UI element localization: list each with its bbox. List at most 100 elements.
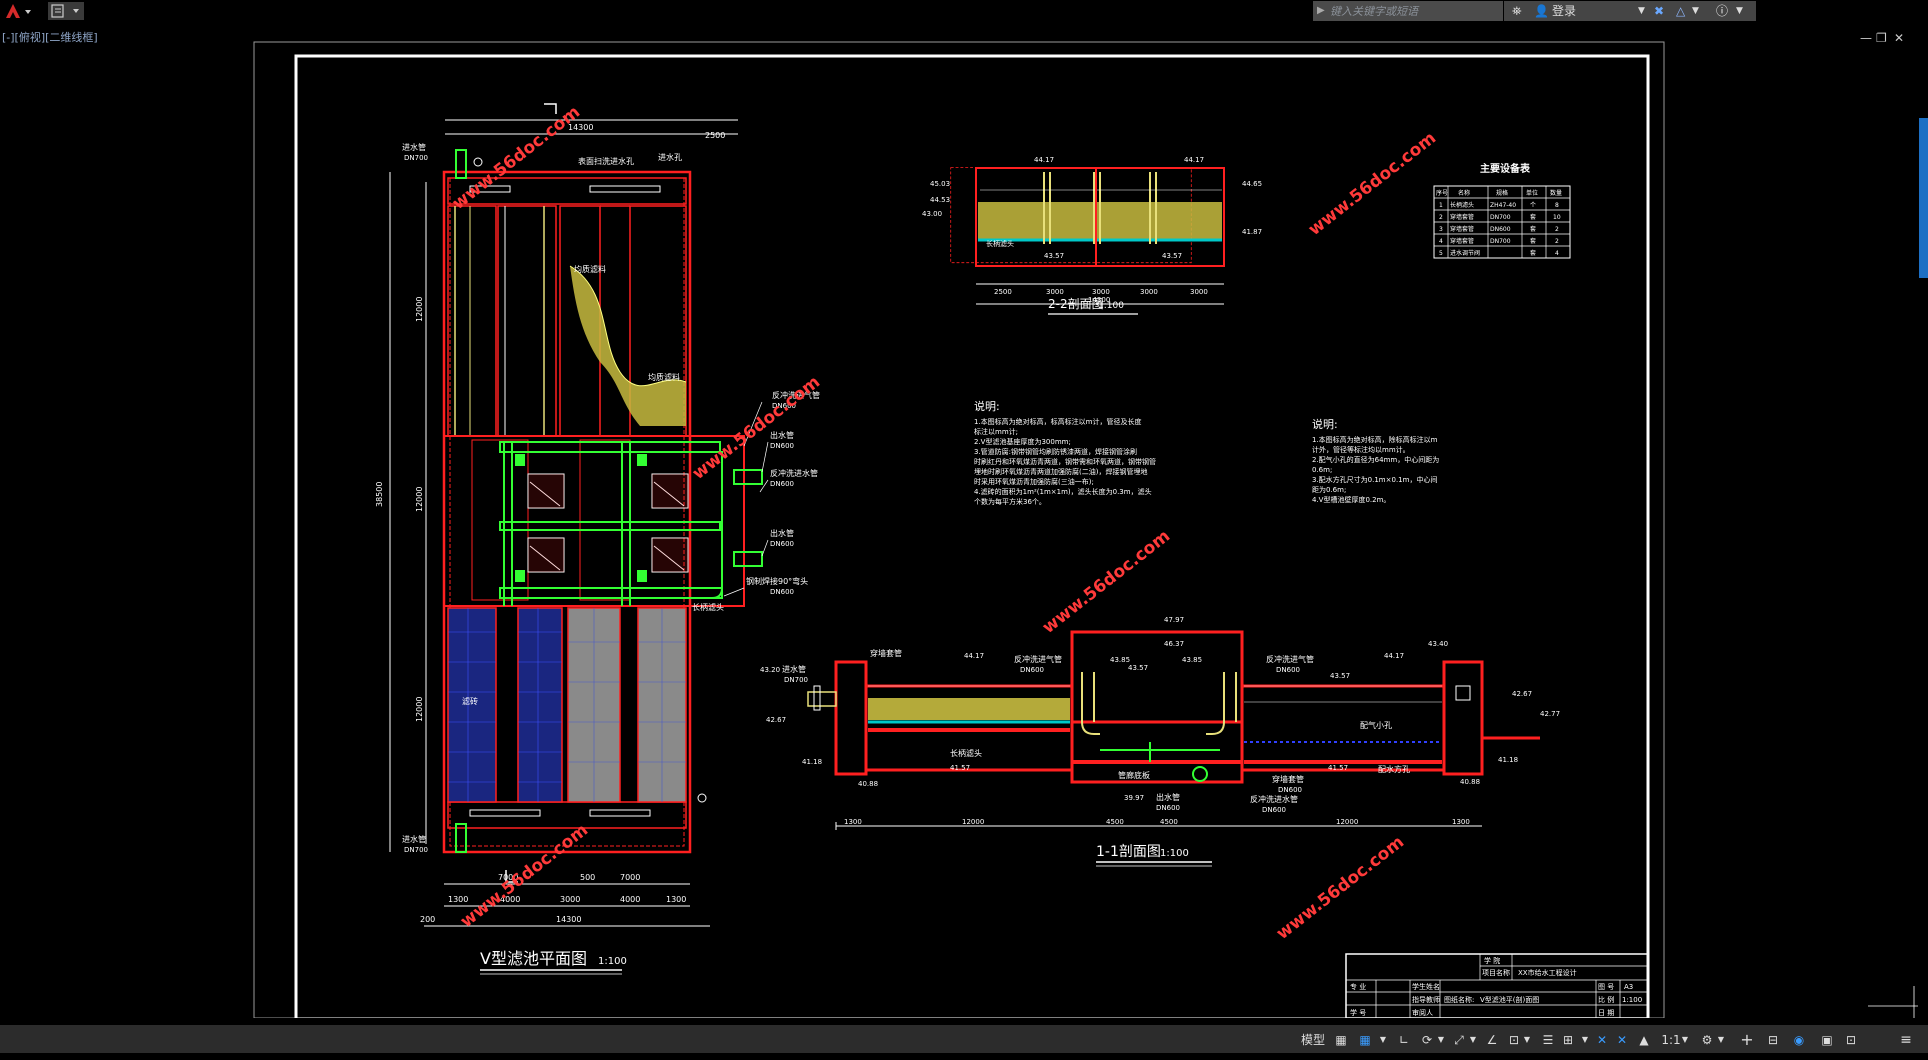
a360-dropdown-icon[interactable]: ▼ <box>1692 6 1699 16</box>
model-space-button[interactable]: 模型 <box>1300 1033 1325 1047</box>
user-icon: 👤 <box>1534 4 1549 18</box>
drawing-canvas[interactable]: 14300 2500 38500 12000 12000 12000 <box>0 22 1928 1018</box>
autodesk-a360-icon[interactable]: △ <box>1676 4 1686 18</box>
transparency-icon[interactable]: ⊞ <box>1562 1033 1574 1047</box>
notes-1-line: 个数为每平方米36个。 <box>974 497 1046 506</box>
notes-1-line: 4.滤砖的面积为1m²(1m×1m)，滤头长度为0.3m，滤头 <box>974 487 1152 496</box>
elevation: 42.77 <box>1540 710 1560 718</box>
table-row: 5 <box>1439 250 1443 257</box>
polar-tracking-icon[interactable]: ⟳ <box>1421 1033 1433 1047</box>
isodraft-icon[interactable]: ⤢ <box>1454 1033 1464 1047</box>
plus-icon[interactable]: + <box>1740 1030 1754 1049</box>
status-bar: 模型 ▦ ▦ ▼ ∟ ⟳ ▼ ⤢ ▼ ∠ ⊡ ▼ ☰ ⊞ ▼ ✕ ✕ ▲ 1:1… <box>0 1018 1928 1060</box>
restore-icon[interactable]: ❐ <box>1876 31 1887 45</box>
section11-label-backwash-water-dn: DN600 <box>1262 806 1286 814</box>
title-bar: ▶ ⛯ 👤 登录 ▼ ✖ △ ▼ ⓘ ▼ <box>0 0 1928 22</box>
notes-2-line: 0.6m; <box>1312 466 1332 474</box>
autocad-logo-icon[interactable] <box>4 2 34 20</box>
snap-mode-icon[interactable]: ▦ <box>1359 1033 1371 1047</box>
elevation: 43.57 <box>1330 672 1350 680</box>
section11-label-inlet: 进水管 <box>782 664 806 674</box>
annotation-scale-icon[interactable]: ▲ <box>1639 1033 1649 1047</box>
section22-dim-0: 2500 <box>994 288 1012 296</box>
title-block-drawing-label: 图纸名称: <box>1444 995 1474 1004</box>
section11-dim-5: 1300 <box>1452 818 1470 826</box>
exchange-apps-icon[interactable]: ✖ <box>1654 4 1665 18</box>
lineweight-icon[interactable]: ☰ <box>1542 1033 1554 1047</box>
title-block-drawing-name: V型滤池平(剖)面图 <box>1480 995 1539 1004</box>
elevation: 43.57 <box>1128 664 1148 672</box>
table-cell: 8 <box>1555 202 1559 209</box>
section11-dim-2: 4500 <box>1106 818 1124 826</box>
search-box[interactable]: ▶ <box>1313 1 1503 21</box>
login-label[interactable]: 登录 <box>1552 4 1577 18</box>
plan-dim-bottom-1-2: 7000 <box>620 873 640 882</box>
elevation: 47.97 <box>1164 616 1184 624</box>
vertical-scrollbar-thumb[interactable] <box>1919 118 1928 278</box>
section11-title: 1-1剖面图 <box>1096 844 1161 860</box>
annotation-scale-value[interactable]: 1:1 <box>1661 1033 1681 1047</box>
search-input[interactable] <box>1328 3 1502 19</box>
notes-1-line: 埋地时刷环氧煤沥青两道加强防腐(二油)，焊接钢管埋地 <box>974 467 1147 476</box>
workspace-dropdown-icon[interactable]: ▼ <box>1717 1035 1725 1044</box>
plan-label-filter-media-2: 均质滤料 <box>648 372 680 382</box>
expand-arrow-icon[interactable]: ▶ <box>1317 5 1325 16</box>
hardware-acceleration-icon[interactable]: ◉ <box>1793 1033 1805 1047</box>
object-snap-icon[interactable]: ⊡ <box>1508 1033 1520 1047</box>
plan-dim-bottom-1-0: 7000 <box>498 873 518 882</box>
watermark-text: www.56doc.com <box>689 372 824 484</box>
elevation: 46.37 <box>1164 640 1184 648</box>
table-row: 3 <box>1439 226 1443 233</box>
quick-access-toolbar-button[interactable] <box>48 2 84 20</box>
table-cell: 穿墙套管 <box>1450 225 1474 233</box>
plan-dim-bottom-2-0: 1300 <box>448 895 468 904</box>
elevation: 40.88 <box>1460 778 1480 786</box>
units-icon[interactable]: ⊟ <box>1767 1033 1779 1047</box>
plan-dim-a: 12000 <box>415 297 424 322</box>
title-block-student-name: 学生姓名 <box>1412 982 1440 991</box>
isodraft-dropdown-icon[interactable]: ▼ <box>1469 1035 1477 1044</box>
help-dropdown-icon[interactable]: ▼ <box>1736 6 1743 16</box>
table-cell: 4 <box>1555 250 1559 257</box>
object-snap-tracking-icon[interactable]: ∠ <box>1486 1033 1498 1047</box>
table-row: 4 <box>1439 238 1443 245</box>
grid-display-icon[interactable]: ▦ <box>1335 1033 1347 1047</box>
table-cell: 进水调节阀 <box>1450 249 1480 257</box>
plan-dim-bottom-left: 200 <box>420 915 435 924</box>
help-icon[interactable]: ⓘ <box>1716 4 1729 18</box>
equipment-header-3: 单位 <box>1526 189 1538 197</box>
close-icon[interactable]: ✕ <box>1894 31 1905 45</box>
elevation: 39.97 <box>1124 794 1144 802</box>
viewport-controls-label[interactable]: [-][俯视][二维线框] <box>2 31 98 44</box>
customization-menu-icon[interactable]: ≡ <box>1900 1032 1912 1048</box>
minimize-icon[interactable]: — <box>1860 31 1872 45</box>
binoculars-icon[interactable]: ⛯ <box>1512 4 1522 18</box>
section11-label-sleeve: 穿墙套管 <box>870 648 902 658</box>
plan-label-inlet-hole: 进水孔 <box>658 152 682 162</box>
clean-screen-icon[interactable]: ⊡ <box>1845 1033 1857 1047</box>
auto-scale-icon[interactable]: ✕ <box>1616 1033 1628 1047</box>
plan-label-backwash-air-dn: DN600 <box>772 402 796 410</box>
notes-block-1: 说明: 1.本图标高为绝对标高，标高标注以m计，管径及长度 标注以mm计; 2.… <box>974 399 1156 506</box>
isolate-objects-icon[interactable]: ▣ <box>1821 1033 1833 1047</box>
transparency-dropdown-icon[interactable]: ▼ <box>1581 1035 1589 1044</box>
notes-title-1: 说明: <box>974 399 1000 413</box>
object-snap-dropdown-icon[interactable]: ▼ <box>1523 1035 1531 1044</box>
ortho-mode-icon[interactable]: ∟ <box>1398 1033 1410 1047</box>
title-block-school: 学 院 <box>1484 956 1500 965</box>
notes-2-line: 计外，管径等标注均以mm计。 <box>1312 445 1410 454</box>
plan-dim-b: 12000 <box>415 487 424 512</box>
table-row: 1 <box>1439 202 1443 209</box>
plan-label-elbow: 钢制焊接90°弯头 <box>746 576 808 586</box>
scale-dropdown-icon[interactable]: ▼ <box>1681 1035 1689 1044</box>
elevation: 40.88 <box>858 780 878 788</box>
login-dropdown-icon[interactable]: ▼ <box>1638 6 1645 16</box>
annotation-visibility-icon[interactable]: ✕ <box>1596 1033 1608 1047</box>
plan-label-outlet-2: 出水管 <box>770 528 794 538</box>
notes-1-line: 时采用环氧煤沥青加强防腐(三油一布); <box>974 477 1094 486</box>
polar-dropdown-icon[interactable]: ▼ <box>1437 1035 1445 1044</box>
workspace-gear-icon[interactable]: ⚙ <box>1701 1033 1713 1047</box>
snap-dropdown-icon[interactable]: ▼ <box>1379 1035 1387 1044</box>
crosshair-cursor <box>1868 986 1918 1018</box>
table-cell: 套 <box>1530 249 1536 257</box>
